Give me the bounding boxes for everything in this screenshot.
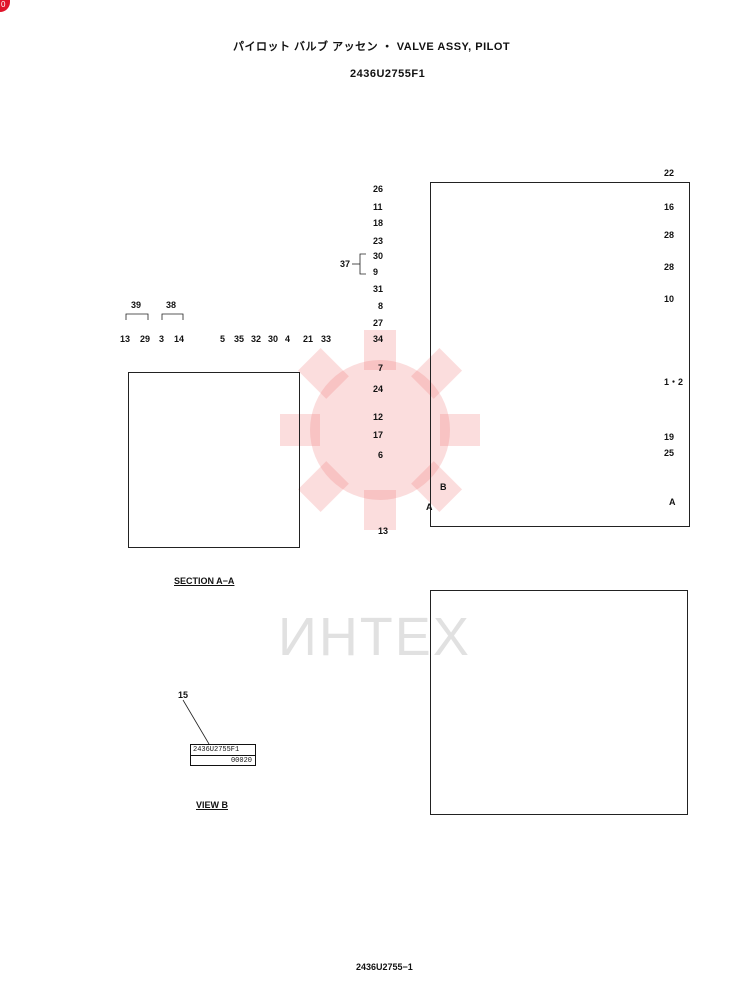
- callout-11: 11: [373, 202, 383, 212]
- callout-6: 6: [378, 450, 384, 460]
- view-b-arrow-label: B: [440, 482, 447, 492]
- callout-32: 32: [251, 334, 262, 344]
- callout-28-top: 28: [664, 230, 675, 240]
- name-plate-line-2: 00020: [230, 757, 252, 765]
- page-title: パイロット バルブ アッセン ・ VALVE ASSY, PILOT: [233, 41, 511, 53]
- part-number: 2436U2755F1: [350, 68, 426, 80]
- valve-assembly-drawing: [430, 182, 690, 527]
- section-mark-a-right: A: [669, 497, 676, 507]
- callout-9: 9: [373, 267, 379, 277]
- callout-23: 23: [373, 236, 384, 246]
- callout-22: 22: [664, 168, 675, 178]
- callout-19: 19: [664, 432, 675, 442]
- group-label-39: 39: [131, 300, 142, 310]
- callout-27: 27: [373, 318, 384, 328]
- callout-35: 35: [234, 334, 245, 344]
- end-view-drawing: [430, 590, 688, 815]
- callout-29: 29: [140, 334, 151, 344]
- footer-number: 2436U2755−1: [356, 962, 413, 972]
- callout-34: 34: [373, 334, 384, 344]
- callout-13: 13: [120, 334, 131, 344]
- callout-17: 17: [373, 430, 384, 440]
- callout-21: 21: [303, 334, 314, 344]
- callout-10: 10: [664, 294, 675, 304]
- group-label-38: 38: [166, 300, 177, 310]
- callout-28: 28: [664, 262, 675, 272]
- callout-30: 30: [373, 251, 384, 261]
- callout-7: 7: [378, 363, 384, 373]
- callout-8: 8: [378, 301, 384, 311]
- callout-4: 4: [285, 334, 291, 344]
- callout-1-2: 1・2: [664, 377, 684, 387]
- section-mark-a-left: A: [426, 502, 433, 512]
- page-badge: 0: [0, 0, 10, 12]
- name-plate: 2436U2755F1 00020: [190, 744, 256, 766]
- group-label-37: 37: [340, 259, 351, 269]
- callout-5: 5: [220, 334, 226, 344]
- callout-3: 3: [159, 334, 165, 344]
- callout-16: 16: [664, 202, 675, 212]
- callout-24: 24: [373, 384, 384, 394]
- callout-13-main: 13: [378, 526, 389, 536]
- section-a-a-drawing: [128, 372, 300, 548]
- section-caption: SECTION A−A: [174, 576, 235, 586]
- callout-33: 33: [321, 334, 332, 344]
- callout-18: 18: [373, 218, 384, 228]
- callout-26: 26: [373, 184, 384, 194]
- view-b-caption: VIEW B: [196, 800, 229, 810]
- callout-14: 14: [174, 334, 185, 344]
- callout-25: 25: [664, 448, 675, 458]
- callout-12: 12: [373, 412, 384, 422]
- callout-30: 30: [268, 334, 279, 344]
- name-plate-line-1: 2436U2755F1: [191, 745, 255, 756]
- watermark-text: ИНТЕХ: [278, 607, 471, 667]
- callout-31: 31: [373, 284, 384, 294]
- callout-15: 15: [178, 690, 189, 700]
